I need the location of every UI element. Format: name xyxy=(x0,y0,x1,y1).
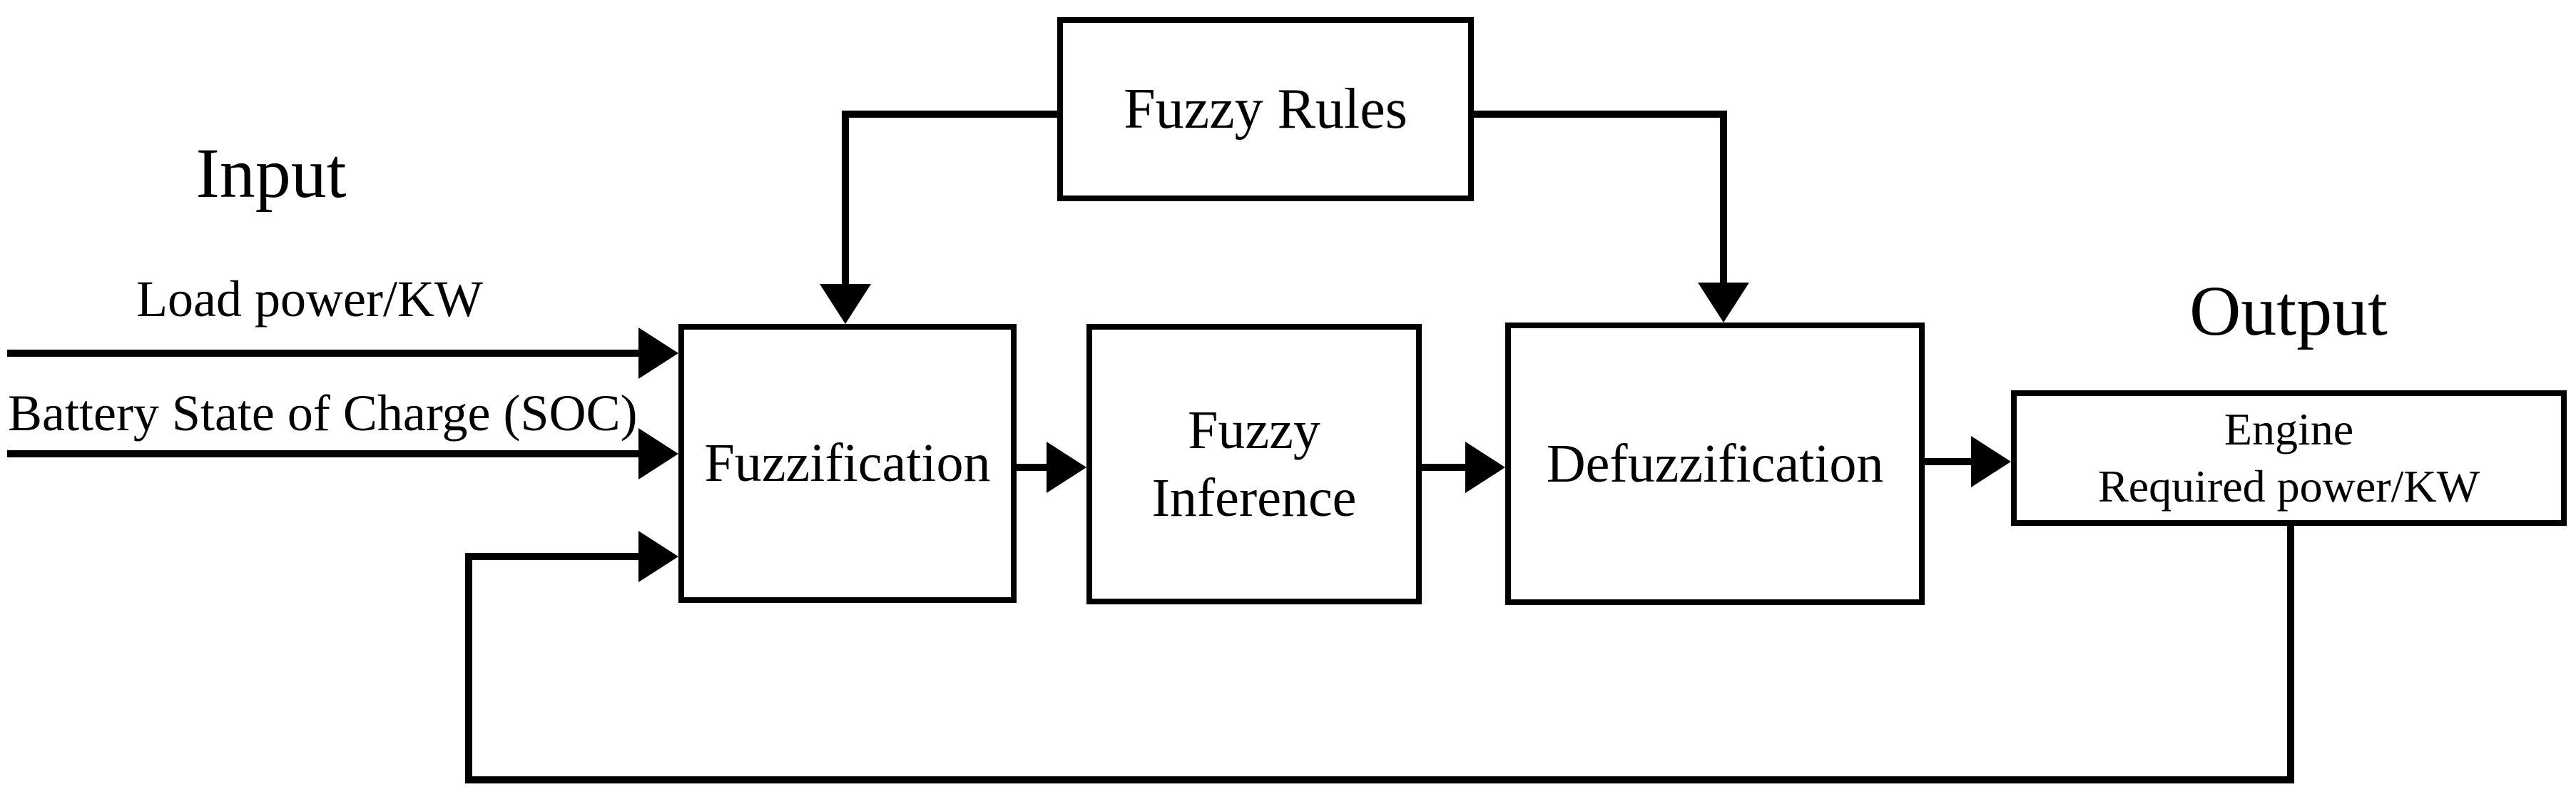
input-line1-arrowhead xyxy=(638,328,678,379)
fuzzyrules-to-fuzzification-arrowhead xyxy=(820,284,871,324)
feedback-into-fuzzification-segment xyxy=(465,553,638,560)
feedback-left-up-segment xyxy=(465,553,472,783)
fuzzy-inference-label-line2: Inference xyxy=(1151,467,1357,528)
fuzzification-label: Fuzzification xyxy=(704,433,991,493)
input-line1-label: Load power/KW xyxy=(136,270,483,328)
engine-label-line2: Required power/KW xyxy=(2098,461,2480,512)
defuzzification-to-engine-connector xyxy=(1925,458,1972,465)
input-title: Input xyxy=(195,133,347,213)
fuzzy-rules-box: Fuzzy Rules xyxy=(1057,17,1474,201)
input-line2-label: Battery State of Charge (SOC) xyxy=(8,385,638,442)
inference-to-defuzzification-connector xyxy=(1422,464,1467,471)
fuzzyrules-right-connector-horizontal xyxy=(1472,111,1727,118)
fuzzy-inference-label-line1: Fuzzy xyxy=(1188,400,1320,460)
feedback-engine-down-segment xyxy=(2287,526,2294,783)
input-line2-arrowhead xyxy=(638,428,678,479)
engine-box: Engine Required power/KW xyxy=(2011,390,2567,526)
fuzzy-rules-label: Fuzzy Rules xyxy=(1124,78,1407,141)
fuzzification-to-inference-arrowhead xyxy=(1047,442,1086,493)
defuzzification-to-engine-arrowhead xyxy=(1971,436,2011,487)
input-line2-connector xyxy=(7,450,639,457)
defuzzification-label: Defuzzification xyxy=(1546,433,1884,494)
input-line1-connector xyxy=(7,350,639,357)
fuzzification-to-inference-connector xyxy=(1017,464,1049,471)
feedback-bottom-segment xyxy=(465,776,2294,783)
inference-to-defuzzification-arrowhead xyxy=(1465,442,1505,493)
fuzzy-inference-box: Fuzzy Inference xyxy=(1086,324,1422,604)
fuzzyrules-to-defuzzification-arrowhead xyxy=(1698,283,1749,323)
output-title: Output xyxy=(2189,271,2388,350)
defuzzification-box: Defuzzification xyxy=(1505,323,1925,605)
fuzzyrules-left-connector-horizontal xyxy=(845,111,1059,118)
feedback-arrowhead xyxy=(638,531,678,582)
fuzzyrules-right-connector-vertical xyxy=(1720,111,1727,284)
fuzzification-box: Fuzzification xyxy=(678,324,1017,603)
engine-label-line1: Engine xyxy=(2224,404,2354,455)
fuzzyrules-left-connector-vertical xyxy=(842,111,849,285)
